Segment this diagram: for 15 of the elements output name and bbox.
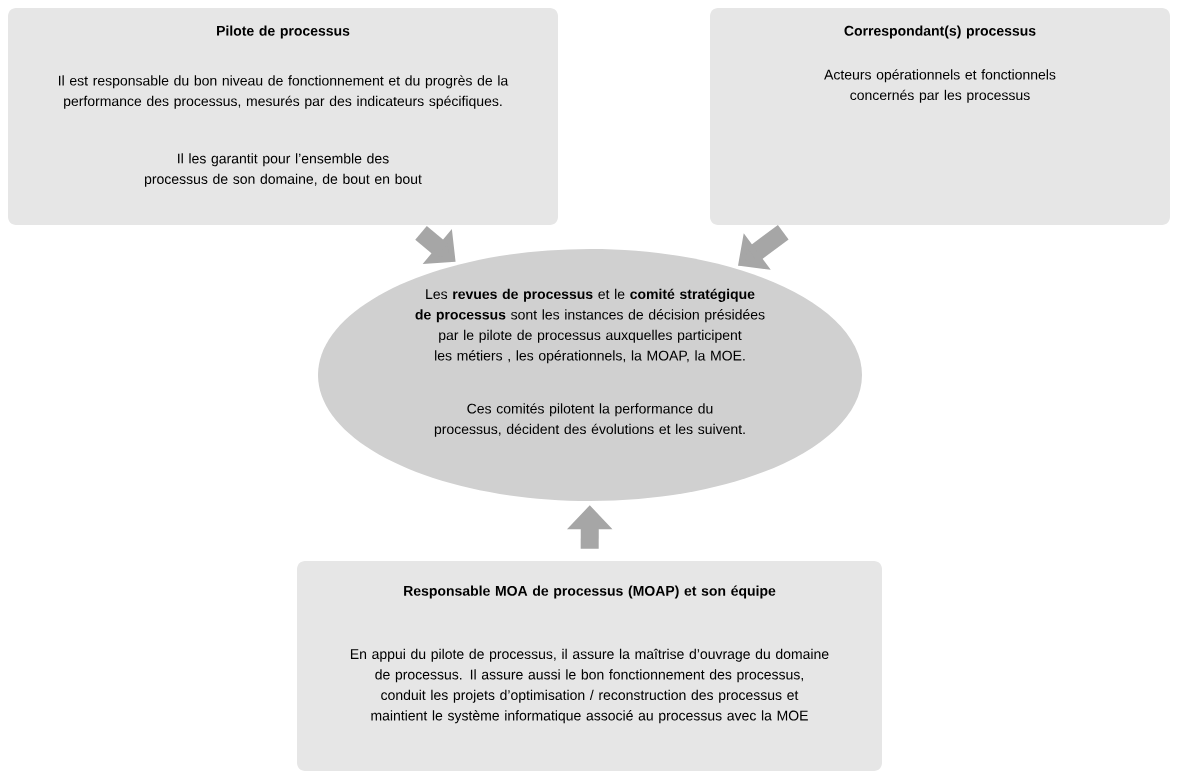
body-text: Il les garantit pour l’ensemble des processus de son domaine, de bout en bout bbox=[145, 153, 422, 187]
role-box bbox=[710, 8, 1170, 225]
body-text: Ces comités pilotent la performance du processus, décident des évolutions et les suivent. bbox=[434, 403, 745, 437]
heading-text: Correspondant(s) processus bbox=[844, 25, 1036, 39]
body-text: Acteurs opérationnels et fonctionnels concernés par les processus bbox=[824, 69, 1056, 103]
body-text: Les revues de processus et le comité stratégique de processus sont les instances de décision présidées par le pilote de processus auxquelles participent les métiers , les opérationnels, la MOAP, la MOE. bbox=[415, 288, 765, 364]
heading-text: Responsable MOA de processus (MOAP) et son équipe bbox=[404, 585, 776, 599]
heading-text: Pilote de processus bbox=[217, 25, 350, 39]
block-arrow bbox=[415, 226, 456, 264]
body-text: En appui du pilote de processus, il assure la maîtrise d’ouvrage du domaine de processus. Il assure aussi le bon fonctionnement des processus, conduit les projets d’optimisation / reconstruction des processus et maintient le système informatique associé au processus avec la MOE bbox=[350, 648, 829, 724]
role-box bbox=[8, 8, 558, 225]
decision-ellipse bbox=[318, 249, 862, 501]
role-box bbox=[297, 561, 882, 771]
block-arrow bbox=[738, 225, 789, 270]
body-text: Il est responsable du bon niveau de fonctionnement et du progrès de la performance des processus, mesurés par des indicateurs spécifiques. bbox=[59, 75, 509, 109]
